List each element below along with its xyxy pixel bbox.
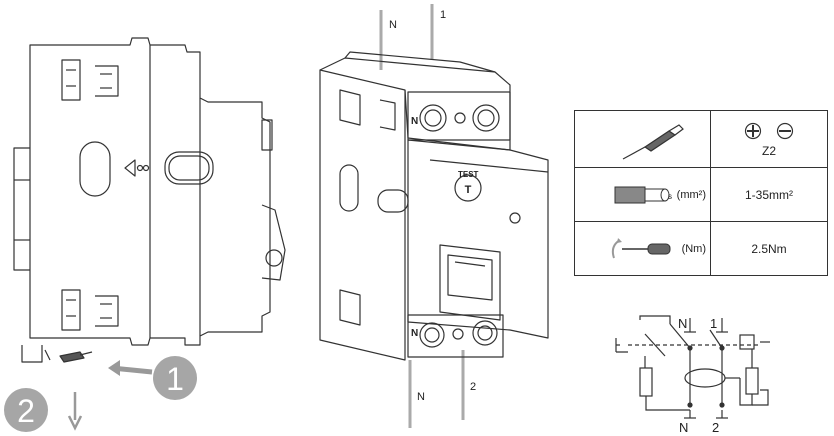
test-button-letter: T [465,184,472,196]
step2-badge [4,388,48,432]
wire-section-letter: s [668,192,672,201]
terminal-label-n-top: N [411,116,418,127]
schematic-top-1: 1 [710,316,717,331]
spec-row-torque: (Nm) 2.5Nm [574,221,828,276]
din-rail-clip [13,147,30,271]
step2-label: 2 [17,393,35,429]
torque-unit: (Nm) [681,242,706,255]
screwdriver-icon [622,124,684,160]
spec-row-tool: Z2 [574,110,828,168]
torque-screwdriver-icon [611,237,671,258]
side-body-outline [29,37,271,346]
terminal-label-n-bottom: N [411,328,418,339]
bottom-terminal-block [407,314,504,358]
pozidriv-icon [744,122,762,140]
step1-label: 1 [166,361,184,397]
flat-slot-icon [776,122,794,140]
stripped-wire-icon: s [614,186,672,203]
schematic-top-n: N [678,316,687,331]
toggle-lever [439,244,501,321]
spec-row-wire: s (mm²) 1-35mm² [574,167,828,222]
schematic-bottom-2: 2 [712,420,719,435]
test-button [454,174,482,202]
top-terminal-block [407,91,511,141]
torque-value: 2.5Nm [710,221,828,276]
test-button-label: TEST [458,170,479,179]
wire-label-phase-top: 1 [440,9,446,21]
rcbo-side-face [319,69,406,361]
wire-label-neutral-top: N [389,19,397,31]
wire-label-phase-bottom: 2 [470,381,476,393]
tool-value: Z2 [761,144,776,158]
spec-table: Z2 s (mm²) 1-35mm² [574,110,828,276]
schematic-bottom-n: N [679,420,688,435]
step1-badge [153,356,197,400]
wire-label-neutral-bottom: N [417,391,425,403]
wire-value: 1-35mm² [710,167,828,222]
wire-unit: (mm²) [676,188,706,201]
